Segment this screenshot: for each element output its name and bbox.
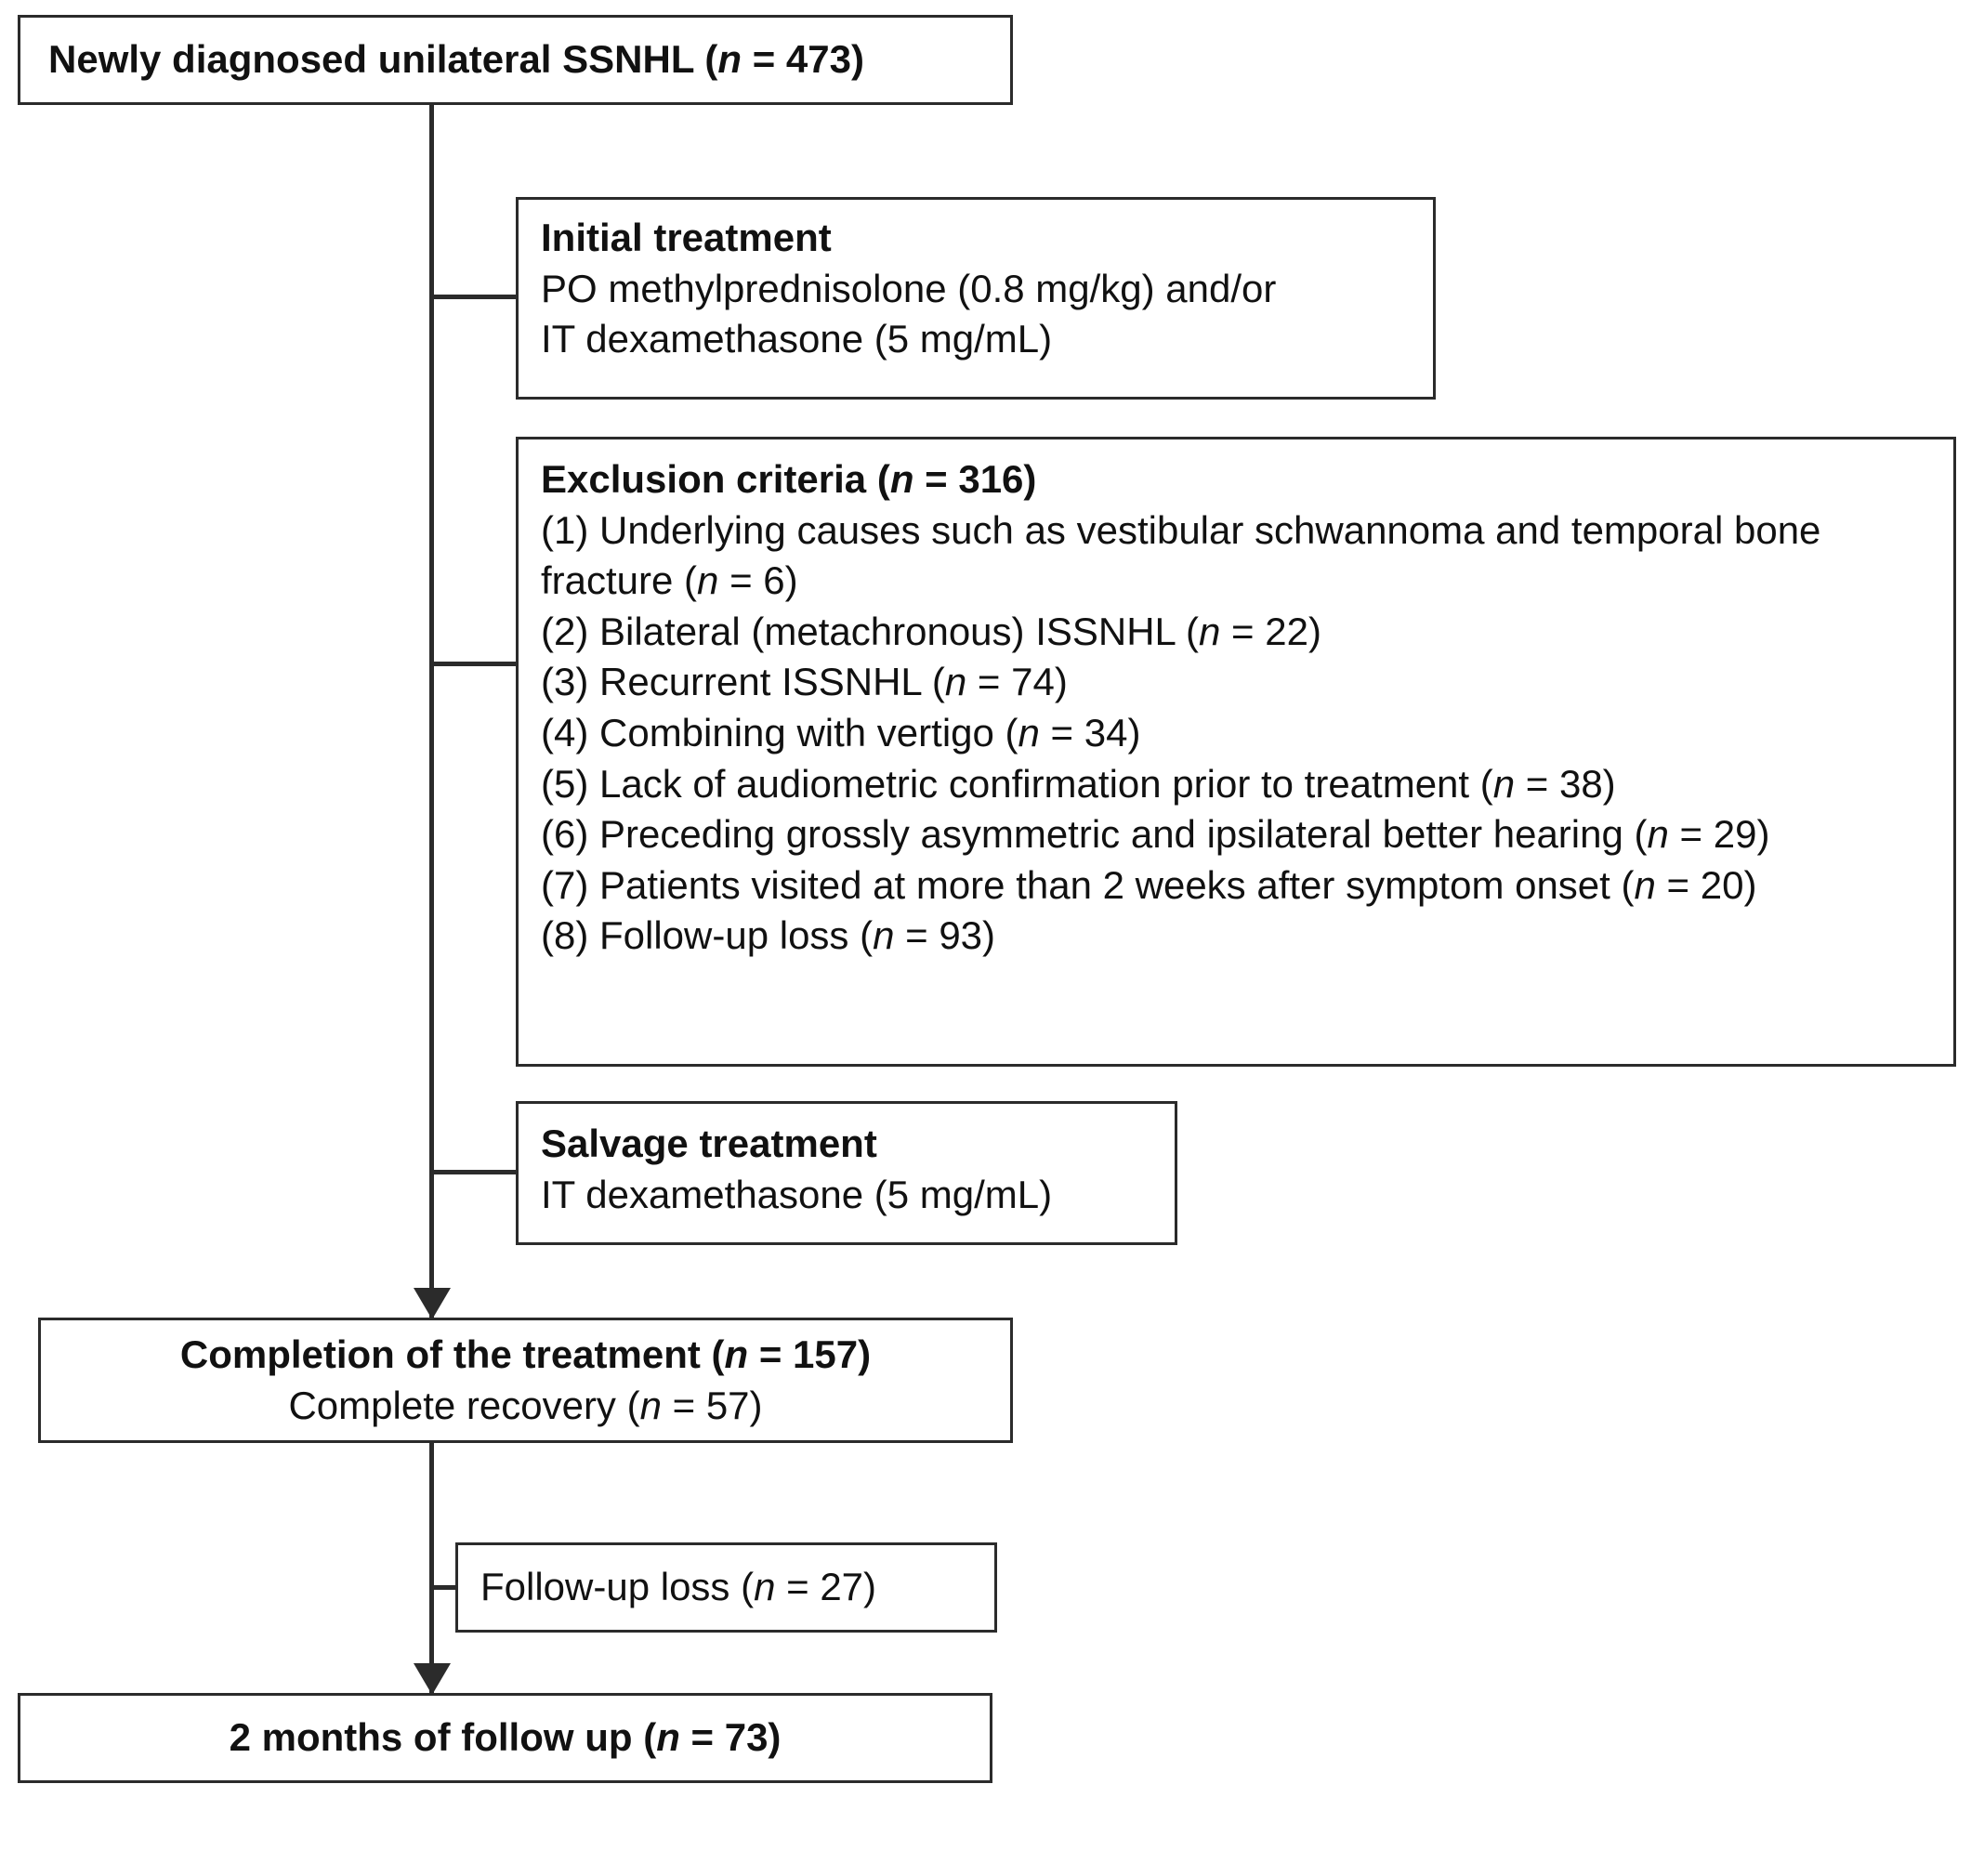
exclusion-item-8: (8) Follow-up loss (n = 93) xyxy=(541,913,996,958)
exclusion-item-6: (6) Preceding grossly asymmetric and ips… xyxy=(541,812,1770,857)
initial-treatment-heading: Initial treatment xyxy=(541,216,832,259)
salvage-treatment-line-1: IT dexamethasone (5 mg/mL) xyxy=(541,1172,1053,1216)
exclusion-item-4: (4) Combining with vertigo (n = 34) xyxy=(541,710,1141,754)
salvage-treatment-heading: Salvage treatment xyxy=(541,1122,877,1165)
node-two-months-follow-up: 2 months of follow up (n = 73) xyxy=(18,1693,992,1783)
exclusion-item-5: (5) Lack of audiometric confirmation pri… xyxy=(541,761,1616,806)
connector-follow-up-loss xyxy=(429,1585,457,1590)
node-completion-of-treatment: Completion of the treatment (n = 157) Co… xyxy=(38,1318,1013,1443)
initial-treatment-line-1: PO methylprednisolone (0.8 mg/kg) and/or xyxy=(541,266,1277,310)
italic-n: n xyxy=(889,457,914,501)
node-exclusion-criteria: Exclusion criteria (n = 316) (1) Underly… xyxy=(516,437,1956,1067)
italic-n: n xyxy=(1492,761,1516,806)
arrowhead-to-completion xyxy=(414,1288,451,1319)
italic-n: n xyxy=(639,1383,662,1427)
connector-salvage-treatment xyxy=(429,1170,516,1174)
italic-n: n xyxy=(717,37,742,82)
node-newly-diagnosed: Newly diagnosed unilateral SSNHL (n = 47… xyxy=(18,15,1013,105)
exclusion-item-2: (2) Bilateral (metachronous) ISSNHL (n =… xyxy=(541,609,1321,653)
italic-n: n xyxy=(754,1565,776,1609)
italic-n: n xyxy=(697,558,719,603)
trunk-lower xyxy=(429,1443,434,1699)
two-months-follow-up-label: 2 months of follow up (n = 73) xyxy=(229,1715,782,1760)
arrowhead-to-final xyxy=(414,1663,451,1695)
node-initial-treatment: Initial treatment PO methylprednisolone … xyxy=(516,197,1436,400)
initial-treatment-line-2: IT dexamethasone (5 mg/mL) xyxy=(541,317,1053,361)
node-newly-diagnosed-label: Newly diagnosed unilateral SSNHL (n = 47… xyxy=(48,37,864,82)
italic-n: n xyxy=(656,1715,680,1760)
exclusion-item-1: (1) Underlying causes such as vestibular… xyxy=(541,507,1821,603)
italic-n: n xyxy=(1199,609,1221,653)
exclusion-heading: Exclusion criteria (n = 316) xyxy=(541,457,1037,501)
exclusion-item-3: (3) Recurrent ISSNHL (n = 74) xyxy=(541,660,1068,704)
italic-n: n xyxy=(873,913,895,958)
follow-up-loss-label: Follow-up loss (n = 27) xyxy=(480,1565,877,1609)
trunk-upper xyxy=(429,105,434,1322)
node-follow-up-loss: Follow-up loss (n = 27) xyxy=(455,1542,997,1633)
completion-heading: Completion of the treatment (n = 157) xyxy=(179,1332,872,1376)
italic-n: n xyxy=(1018,710,1040,754)
italic-n: n xyxy=(1647,812,1669,857)
exclusion-item-7: (7) Patients visited at more than 2 week… xyxy=(541,862,1757,907)
italic-n: n xyxy=(724,1332,749,1376)
connector-initial-treatment xyxy=(429,295,516,299)
italic-n: n xyxy=(1634,862,1656,907)
italic-n: n xyxy=(944,660,967,704)
connector-exclusion-criteria xyxy=(429,662,516,666)
node-salvage-treatment: Salvage treatment IT dexamethasone (5 mg… xyxy=(516,1101,1177,1245)
completion-subtext: Complete recovery (n = 57) xyxy=(288,1383,763,1427)
